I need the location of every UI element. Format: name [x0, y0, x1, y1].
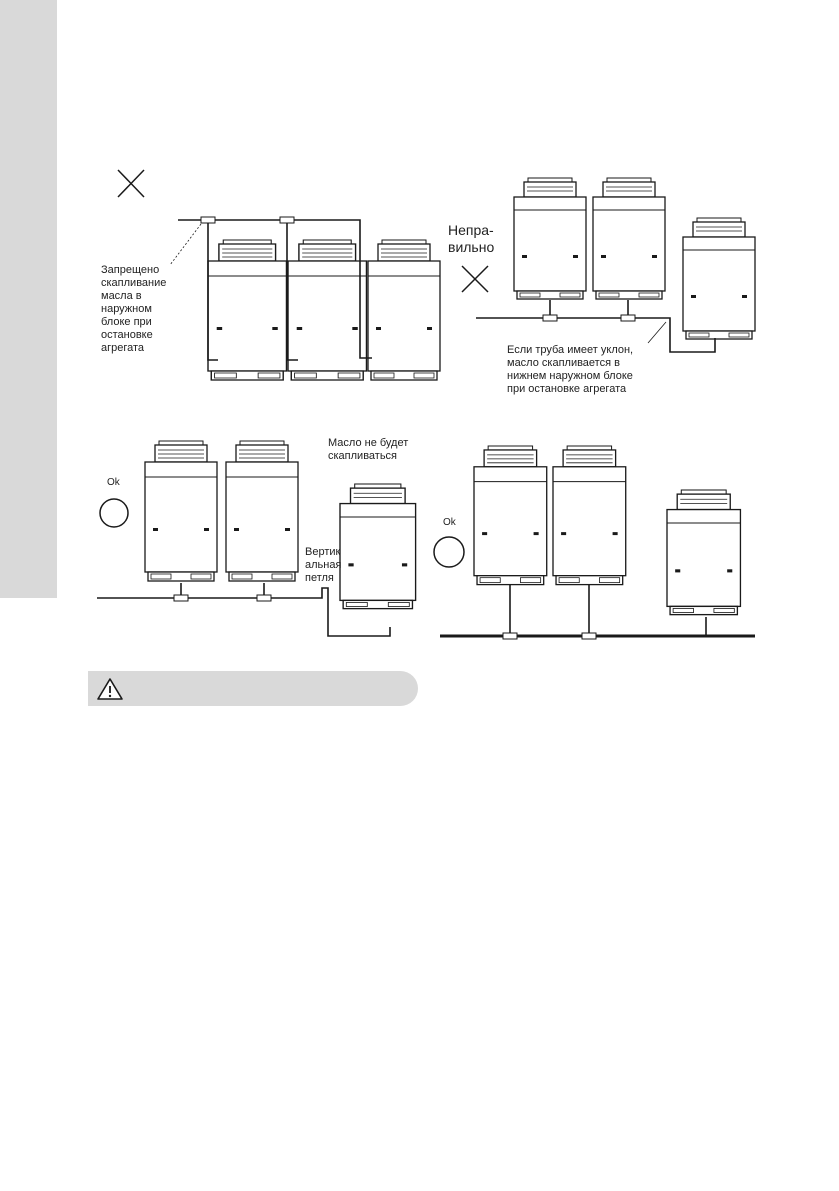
- panel-bottom-left: [97, 440, 417, 637]
- outdoor-unit: [207, 239, 288, 381]
- branch-joint: [502, 632, 518, 640]
- ok-label: Ok: [443, 517, 456, 528]
- warning-bar: [88, 671, 418, 706]
- outdoor-unit: [339, 483, 417, 610]
- panel-top-left: [117, 169, 441, 381]
- slope-oil-label: Если труба имеет уклон, масло скапливает…: [507, 344, 634, 395]
- outdoor-unit: [473, 445, 548, 586]
- outdoor-unit: [367, 239, 441, 381]
- panel-bottom-right: [433, 445, 755, 640]
- panel-top-right: [461, 177, 756, 353]
- branch-joint: [542, 314, 558, 322]
- branch-joint: [581, 632, 597, 640]
- outdoor-unit: [144, 440, 218, 582]
- incorrect-heading: Непра- вильно: [448, 222, 495, 255]
- pipe: [440, 585, 755, 638]
- pipe: [178, 219, 372, 361]
- no-oil-accumulation-label: Запрещено скапливание масла в наружном б…: [101, 264, 167, 354]
- oil-not-accumulate-label: Масло не будет скапливаться: [328, 437, 409, 462]
- outdoor-unit: [552, 445, 627, 586]
- leader-line: [169, 223, 202, 266]
- outdoor-unit: [513, 177, 587, 300]
- branch-joint: [256, 594, 272, 602]
- branch-joint: [200, 216, 216, 224]
- branch-joint: [173, 594, 189, 602]
- branch-joint: [279, 216, 295, 224]
- leader-line: [647, 321, 667, 344]
- side-strip: [0, 0, 57, 598]
- cross-icon: [461, 265, 489, 293]
- outdoor-unit: [666, 489, 742, 616]
- circle-ok-icon: [99, 498, 129, 528]
- circle-ok-icon: [433, 536, 465, 568]
- outdoor-unit: [682, 217, 756, 340]
- ok-label: Ok: [107, 477, 120, 488]
- branch-joint: [620, 314, 636, 322]
- outdoor-unit: [225, 440, 299, 582]
- outdoor-unit: [287, 239, 368, 381]
- cross-icon: [117, 169, 145, 198]
- vertical-loop-label: Вертик альная петля: [305, 546, 342, 584]
- outdoor-unit: [592, 177, 666, 300]
- warning-triangle-icon: [97, 678, 123, 700]
